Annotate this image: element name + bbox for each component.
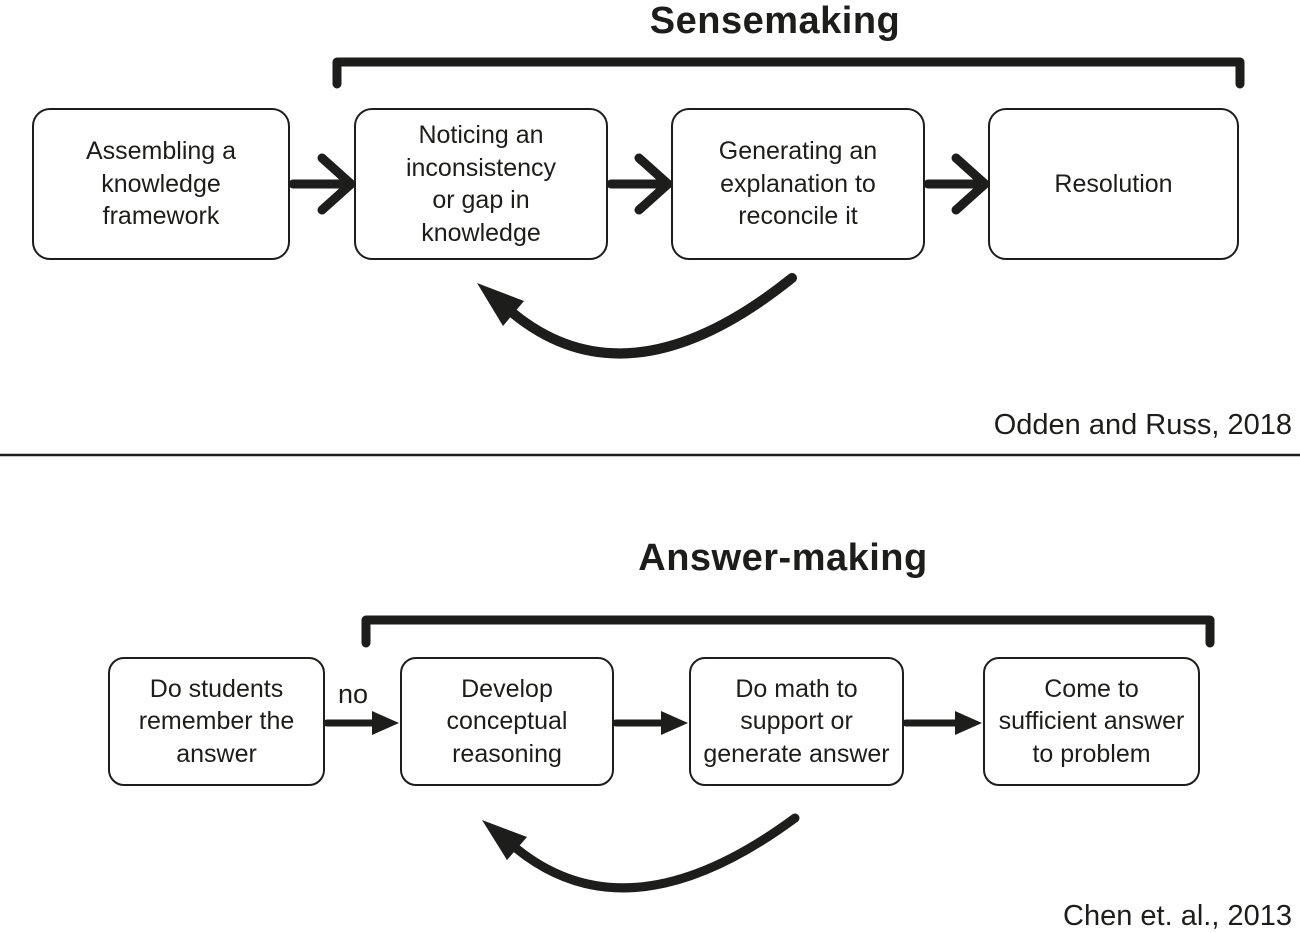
flow-arrow-top-1 [288, 153, 356, 215]
box-resolution: Resolution [988, 108, 1239, 260]
box-label: Do students remember the answer [138, 674, 295, 768]
flow-arrow-bottom-3 [902, 711, 982, 735]
box-label: Develop conceptual reasoning [446, 674, 568, 768]
box-do-math: Do math to support or generate answer [689, 657, 904, 786]
answer-making-bracket [361, 615, 1215, 648]
box-noticing-inconsistency: Noticing an inconsistency or gap in know… [354, 108, 608, 260]
answer-making-loop-arrow [482, 813, 800, 893]
flow-arrow-bottom-1 [323, 711, 399, 735]
box-label: Resolution [1054, 169, 1173, 198]
box-label: Come to sufficient answer to problem [998, 674, 1185, 768]
attribution-chen: Chen et. al., 2013 [1063, 900, 1292, 932]
flow-arrow-top-2 [606, 153, 673, 215]
answer-making-title: Answer-making [638, 537, 928, 579]
attribution-odden-russ: Odden and Russ, 2018 [993, 409, 1292, 441]
sensemaking-bracket [332, 57, 1245, 89]
box-label: Generating an explanation to reconcile i… [718, 137, 878, 231]
box-sufficient-answer: Come to sufficient answer to problem [983, 657, 1200, 786]
box-generating-explanation: Generating an explanation to reconcile i… [671, 108, 925, 260]
arrow-label-no: no [337, 679, 369, 709]
box-develop-conceptual-reasoning: Develop conceptual reasoning [400, 657, 614, 786]
box-label: Do math to support or generate answer [703, 674, 890, 768]
sensemaking-loop-arrow [477, 273, 797, 359]
box-label: Noticing an inconsistency or gap in know… [405, 121, 557, 247]
box-do-students-remember: Do students remember the answer [108, 657, 325, 786]
box-label: Assembling a knowledge framework [85, 137, 237, 231]
box-assembling-knowledge-framework: Assembling a knowledge framework [32, 108, 290, 260]
flow-arrow-bottom-2 [612, 711, 688, 735]
sensemaking-title: Sensemaking [649, 0, 901, 42]
flow-arrow-top-3 [923, 153, 990, 215]
